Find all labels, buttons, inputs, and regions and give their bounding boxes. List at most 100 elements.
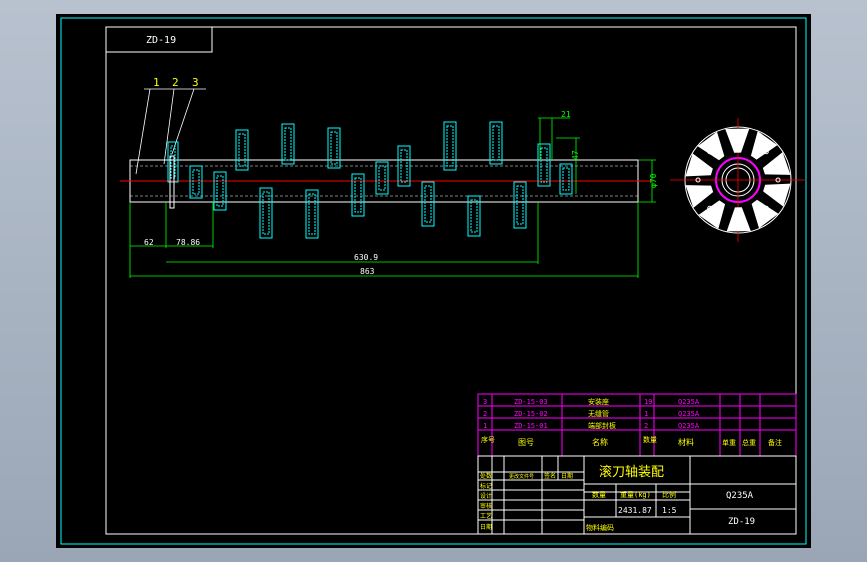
bolt-hole: [735, 137, 741, 143]
bom-cell-material: Q235A: [678, 410, 700, 418]
blade-segment: [685, 153, 713, 177]
dim-bottom: [129, 202, 639, 278]
tb-weight-value: 2431.87: [618, 506, 652, 515]
bolt-hole: [695, 177, 701, 183]
blade-mount: [351, 173, 365, 217]
blade-mount-inner: [446, 125, 454, 167]
bolt-hole: [735, 217, 741, 223]
blade-mount: [167, 141, 179, 183]
bom-cell-qty: 19: [644, 398, 652, 406]
tb-scale-label: 比例: [662, 490, 676, 499]
bom-cell-no: 3: [483, 398, 487, 406]
end-plate: [169, 155, 175, 209]
blade-mount-inner: [470, 199, 478, 233]
tb-top-label-0: 处数: [480, 472, 492, 480]
blade-segment: [762, 152, 791, 175]
blade-mount-inner: [284, 127, 292, 161]
bolt-hole: [707, 149, 713, 155]
blade-mount: [189, 165, 203, 199]
tb-top-label-3: 日期: [561, 472, 573, 480]
bolt-hole: [707, 205, 713, 211]
blade-segment: [725, 128, 750, 153]
tb-reg-label: 物料编码: [586, 523, 614, 532]
blade-mount: [281, 123, 295, 165]
tb-row-label-0: 标记: [480, 482, 492, 490]
outer-border: [60, 17, 807, 545]
bom-cell-name: 端部封板: [588, 421, 616, 430]
tb-material: Q235A: [726, 491, 754, 501]
blade-mount-inner: [562, 167, 570, 191]
blade-mount: [375, 161, 389, 195]
blade-mount: [235, 129, 249, 171]
tb-row-label-1: 设计: [480, 492, 492, 500]
part-label-3: 3: [192, 76, 199, 89]
blade-mount-inner: [308, 193, 316, 235]
blade-mount-inner: [170, 145, 176, 179]
blade-mount: [537, 143, 551, 187]
dim-right: [538, 117, 580, 194]
blade-mount-inner: [424, 185, 432, 223]
blade-mount-inner: [216, 175, 224, 207]
blade-mounts: [167, 121, 573, 239]
bom-cell-material: Q235A: [678, 398, 700, 406]
blade-mount-inner: [540, 147, 548, 183]
bom-header-code: 图号: [518, 438, 534, 447]
blade-mount-inner: [400, 149, 408, 183]
blade-mount: [443, 121, 457, 171]
tb-qty-label: 数量: [592, 490, 606, 499]
drawing-sheet: ZD-19 1 2 3: [56, 14, 811, 548]
blade-mount-inner: [492, 125, 500, 161]
tb-top-label-1: 更改文件号: [509, 473, 534, 480]
bom-header-total-weight: 总重: [742, 438, 756, 447]
blade-mount: [213, 171, 227, 211]
blade-mount-inner: [354, 177, 362, 213]
blade-mount: [305, 189, 319, 239]
bom-header-no: 序号: [481, 435, 495, 444]
bom-cell-material: Q235A: [678, 422, 700, 430]
blade-mount: [397, 145, 411, 187]
blade-mount-inner: [262, 191, 270, 235]
dim-phi70: φ70: [649, 173, 658, 188]
code-box: [105, 26, 213, 53]
bom-cell-no: 2: [483, 410, 487, 418]
tb-row-label-3: 工艺: [480, 512, 492, 520]
tb-row-label-4: 日期: [480, 523, 492, 531]
bom-table: [477, 393, 797, 457]
tb-drawing-no: ZD-19: [728, 517, 755, 527]
blade-segment: [685, 185, 714, 208]
bom-header-remark: 备注: [768, 438, 782, 447]
blade-mount: [467, 195, 481, 237]
dim-863: 863: [360, 267, 375, 276]
bom-cell-name: 无缝管: [588, 409, 609, 418]
blade-mount: [489, 121, 503, 165]
dim-21: 21: [561, 110, 571, 119]
drawing-canvas: ZD-19 1 2 3: [60, 17, 807, 545]
bolt-hole: [775, 177, 781, 183]
bom-header-name: 名称: [592, 437, 608, 447]
title-block: [477, 455, 797, 535]
bolt-hole: [763, 149, 769, 155]
bolt-hole: [763, 205, 769, 211]
blade-segment: [697, 131, 725, 161]
blade-segment: [726, 207, 751, 232]
bom-header-qty: 数量: [643, 435, 657, 444]
bom-cell-name: 安装座: [588, 397, 609, 406]
bom-cell-code: ZD-15-01: [514, 422, 548, 430]
blade-mount-inner: [330, 131, 338, 165]
blade-mount-inner: [192, 169, 200, 195]
bom-header-material: 材料: [678, 437, 694, 447]
blade-mount: [327, 127, 341, 169]
tb-row-label-2: 审核: [480, 502, 492, 510]
blade-mount: [559, 163, 573, 195]
dim-78-86: 78.86: [176, 238, 200, 247]
bom-cell-code: ZD-15-02: [514, 410, 548, 418]
blade-mount-inner: [238, 133, 246, 167]
tb-title: 滚刀轴装配: [599, 464, 664, 480]
tb-scale-value: 1:5: [662, 506, 677, 515]
bom-cell-qty: 2: [644, 422, 648, 430]
blade-mount: [421, 181, 435, 227]
part-label-1: 1: [153, 76, 160, 89]
tb-weight-label: 重量(kg): [620, 491, 651, 499]
